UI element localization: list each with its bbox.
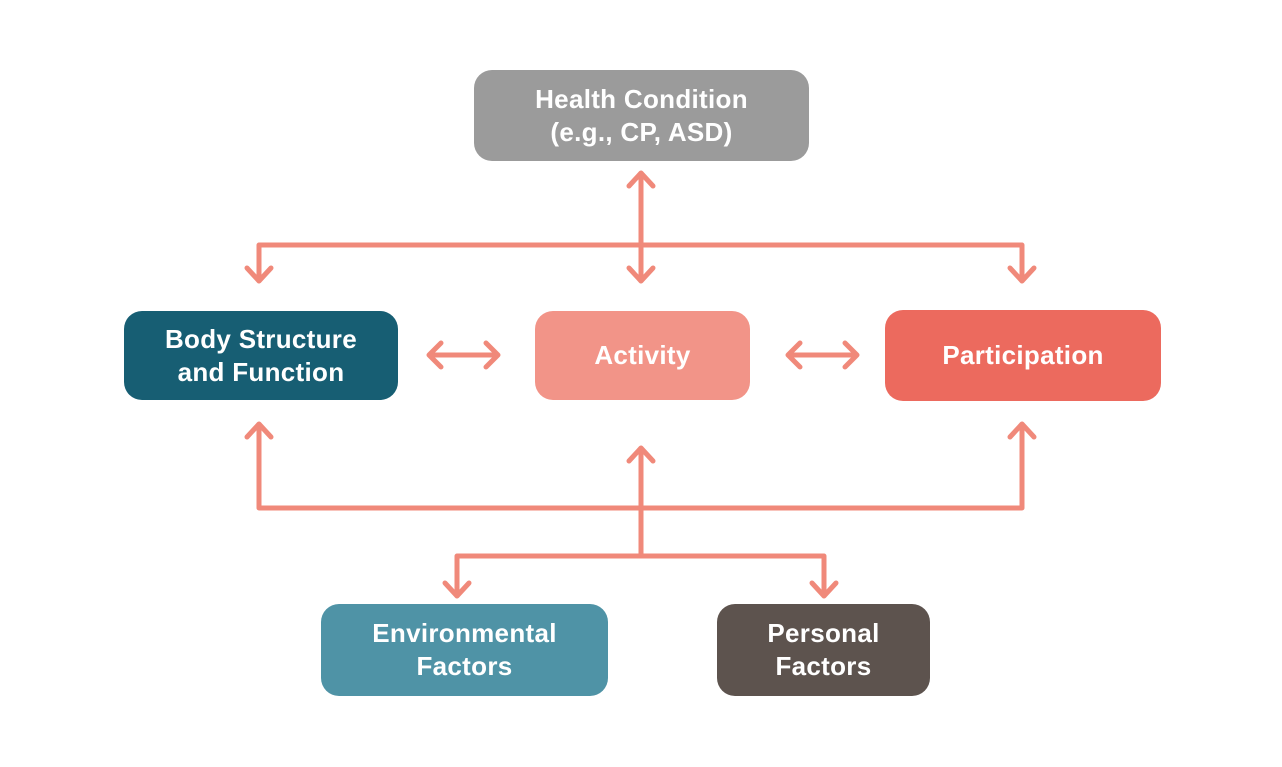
arrow-activity-participation [785,340,860,370]
arrow-body-activity [426,340,501,370]
arrow-health-to-middle-row [244,170,1037,284]
node-environmental-factors: Environmental Factors [321,604,608,696]
node-personal-factors: Personal Factors [717,604,930,696]
node-health-condition: Health Condition (e.g., CP, ASD) [474,70,809,161]
node-participation: Participation [885,310,1161,401]
node-activity: Activity [535,311,750,400]
arrow-factors-to-middle-row [244,421,1037,599]
node-body-structure-function: Body Structure and Function [124,311,398,400]
